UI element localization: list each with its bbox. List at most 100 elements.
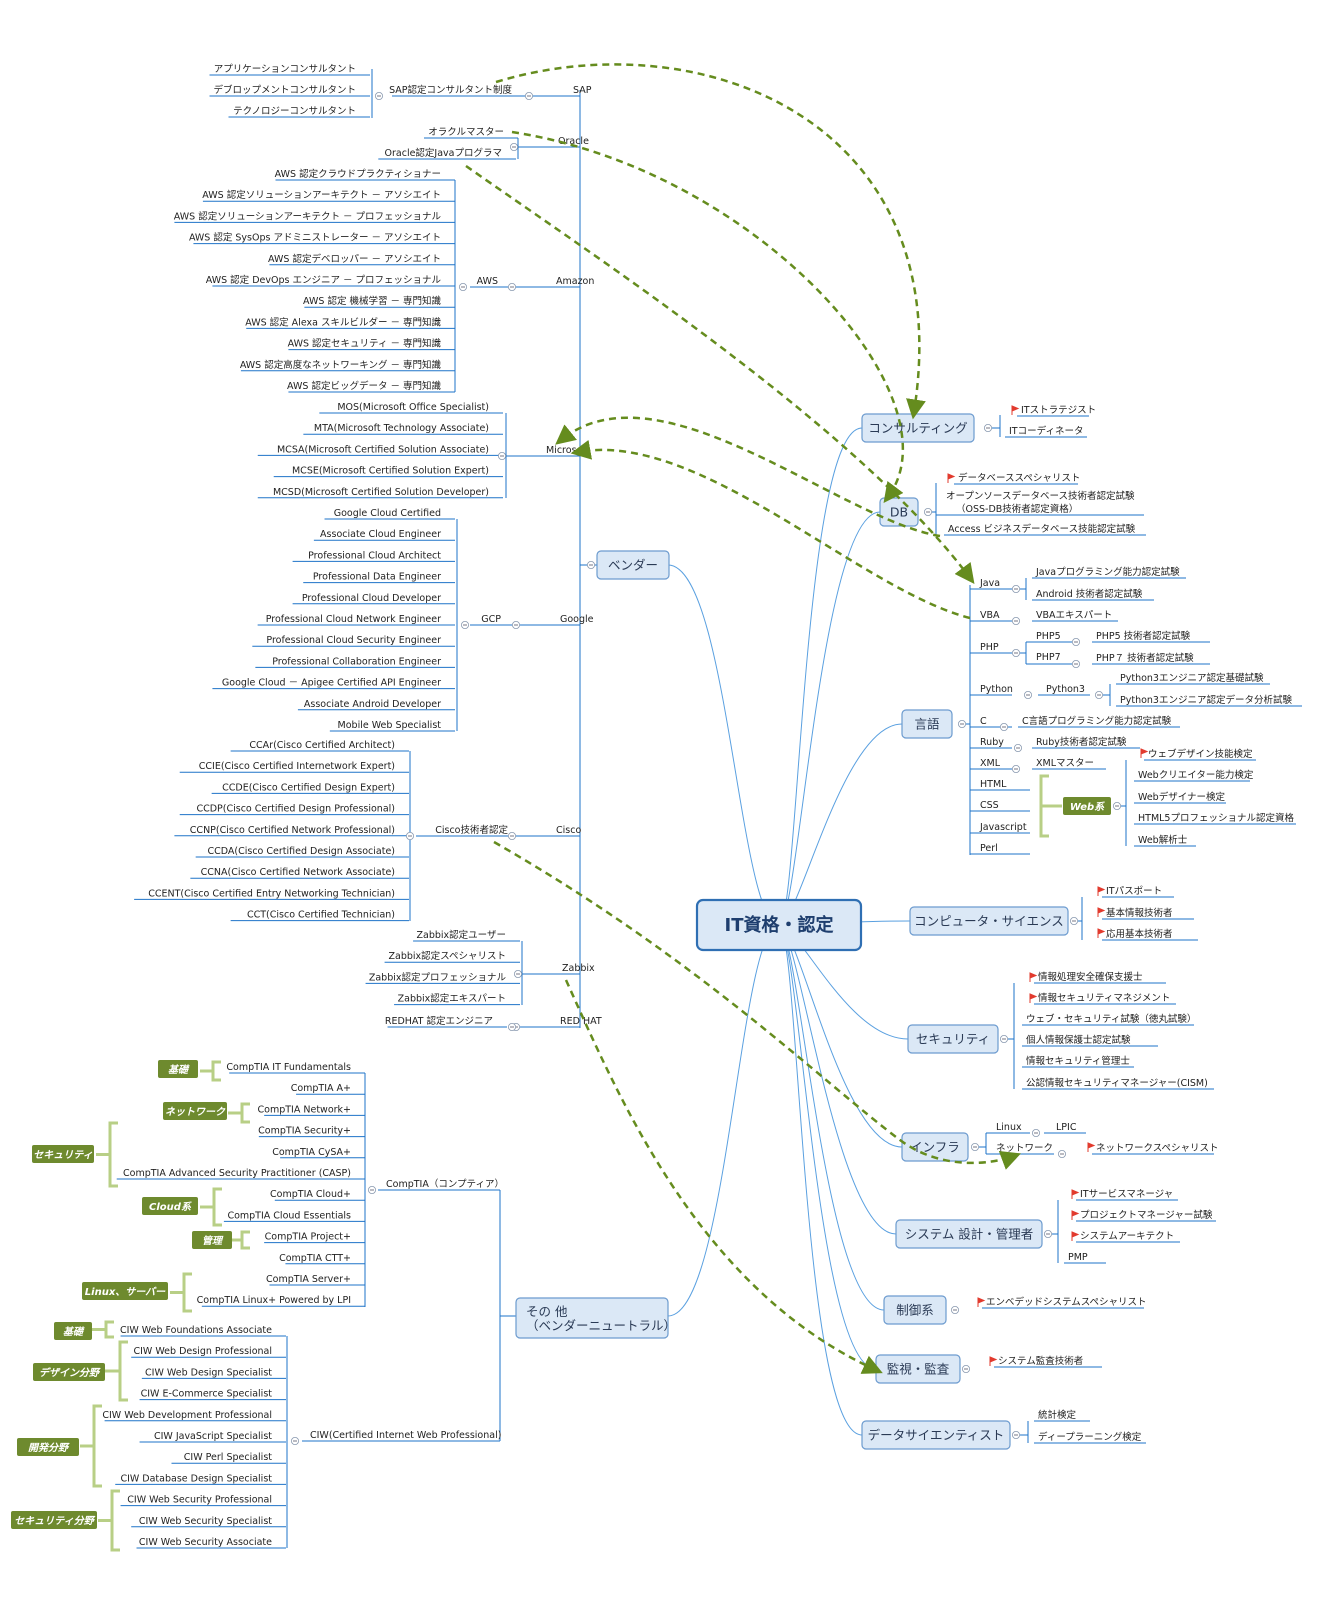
collapse-icon[interactable] (1012, 1431, 1021, 1440)
leaf-consulting-1: ITコーディネータ (1009, 425, 1083, 437)
collapse-icon[interactable] (587, 561, 596, 570)
collapse-icon[interactable] (1058, 1150, 1067, 1159)
leaf-other-comptia-items-8: CompTIA Project+ (265, 1232, 351, 1243)
collapse-icon[interactable] (507, 1023, 516, 1032)
leaf-audit-0: システム監査技術者 (998, 1355, 1083, 1367)
arrow-vba-microsoft (570, 439, 971, 620)
leaf-other-ciw-items-5: CIW JavaScript Specialist (154, 1431, 272, 1442)
leaf-lang-web-items-3: HTML5プロフェッショナル認定資格 (1138, 812, 1294, 824)
collapse-icon[interactable] (971, 1143, 980, 1152)
group-bracket (96, 1121, 118, 1188)
leaf-vendor-amazon-items-9: AWS 認定高度なネットワーキング － 専門知識 (240, 359, 442, 371)
collapse-icon[interactable] (460, 621, 469, 630)
collapse-icon[interactable] (1070, 917, 1079, 926)
flag-icon (1029, 993, 1038, 1003)
leaf-vendor-oracle-items-0: オラクルマスター (428, 127, 504, 138)
collapse-icon[interactable] (1014, 744, 1023, 753)
collapse-icon[interactable] (1012, 617, 1021, 626)
branch-line (932, 483, 937, 535)
branch-line (667, 564, 780, 926)
sys-box[interactable] (895, 1219, 1043, 1249)
lang-box[interactable] (901, 709, 953, 739)
leaf-vendor-cisco-items-7: CCENT(Cisco Certified Entry Networking T… (148, 888, 395, 899)
leaf-other-ciw-items-3: CIW E-Commerce Specialist (141, 1389, 273, 1400)
leaf-lang-vba-items-0: VBAエキスパート (1036, 610, 1112, 621)
collapse-icon[interactable] (509, 142, 518, 151)
collapse-icon[interactable] (512, 621, 521, 630)
collapse-icon[interactable] (1113, 802, 1122, 811)
collapse-icon[interactable] (984, 423, 993, 432)
sec-box[interactable] (907, 1024, 999, 1054)
collapse-icon[interactable] (367, 1186, 376, 1195)
lang-lang-vba-label: VBA (980, 610, 1000, 621)
collapse-icon[interactable] (405, 832, 414, 841)
web-lang-2: Javascript (979, 822, 1027, 833)
leaf-infra-nw-item: ネットワークスペシャリスト (1096, 1143, 1219, 1154)
infra-network: ネットワーク (996, 1143, 1053, 1154)
ciw-label: CIW(Certified Internet Web Professional) (310, 1430, 501, 1441)
ctrl-box[interactable] (883, 1295, 947, 1325)
collapse-icon[interactable] (1024, 691, 1033, 700)
branch-line (966, 585, 971, 855)
collapse-icon[interactable] (290, 1437, 299, 1446)
leaf-lang-web-items-2: Webデザイナー検定 (1138, 791, 1226, 803)
collapse-icon[interactable] (1072, 638, 1081, 647)
collapse-icon[interactable] (1012, 585, 1021, 594)
collapse-icon[interactable] (1012, 649, 1021, 658)
collapse-icon[interactable] (951, 1306, 960, 1315)
infra-box[interactable] (901, 1132, 969, 1162)
leaf-vendor-cisco-items-5: CCDA(Cisco Certified Design Associate) (207, 846, 395, 857)
other-box[interactable] (515, 1297, 669, 1339)
collapse-icon[interactable] (514, 970, 523, 979)
branch-line (1052, 1200, 1059, 1263)
cs-box[interactable] (909, 906, 1069, 936)
branch-line (778, 924, 863, 1436)
relation-arrows (465, 63, 1022, 1374)
web-lang-0: HTML (980, 779, 1007, 790)
collapse-icon[interactable] (507, 282, 516, 291)
collapse-icon[interactable] (1000, 723, 1009, 732)
collapse-icon[interactable] (1032, 1129, 1041, 1138)
collapse-icon[interactable] (1044, 1230, 1053, 1239)
ciw-security-tag-label: セキュリティ分野 (14, 1515, 95, 1527)
leaf-vendor-microsoft-items-0: MOS(Microsoft Office Specialist) (337, 402, 489, 413)
db-label: DB (890, 505, 908, 520)
leaf-sec-4: 情報セキュリティ管理士 (1026, 1055, 1130, 1067)
collapse-icon[interactable] (958, 720, 967, 729)
leaf-vendor-amazon-items-0: AWS 認定クラウドプラクティショナー (275, 168, 441, 180)
collapse-icon[interactable] (1012, 765, 1021, 774)
branch-line (1020, 578, 1027, 600)
leaf-vendor-sap-items-0: アプリケーションコンサルタント (214, 64, 356, 75)
collapse-icon[interactable] (507, 832, 516, 841)
leaf-other-comptia-items-7: CompTIA Cloud Essentials (227, 1210, 351, 1221)
leaf-other-ciw-items-10: CIW Web Security Associate (139, 1537, 272, 1548)
vendor-box[interactable] (596, 550, 670, 580)
leaf-vendor-microsoft-items-1: MTA(Microsoft Technology Associate) (314, 423, 489, 434)
collapse-icon[interactable] (1000, 1035, 1009, 1044)
arrow-oracle-db (511, 130, 905, 504)
flag-icon (989, 1356, 998, 1366)
collapse-icon[interactable] (1095, 691, 1104, 700)
branch-line (1020, 642, 1027, 664)
web-lang-1: CSS (980, 800, 999, 811)
leaf-other-comptia-items-2: CompTIA Network+ (258, 1104, 351, 1115)
lang-lang-ruby-label: Ruby (980, 737, 1004, 748)
collapse-icon[interactable] (924, 507, 933, 516)
collapse-icon[interactable] (458, 282, 467, 291)
collapse-icon[interactable] (525, 92, 534, 101)
collapse-icon[interactable] (497, 451, 506, 460)
leaf-other-ciw-items-4: CIW Web Development Professional (102, 1410, 272, 1421)
ds-box[interactable] (861, 1420, 1011, 1450)
lang-label: 言語 (914, 717, 940, 732)
ciw-dev-tag (17, 1438, 79, 1456)
collapse-icon[interactable] (374, 92, 383, 101)
leaf-vendor-microsoft-items-4: MCSD(Microsoft Certified Solution Develo… (273, 487, 489, 498)
collapse-icon[interactable] (1072, 660, 1081, 669)
leaf-cs-2: 応用基本技術者 (1106, 928, 1173, 940)
root-node[interactable] (695, 898, 863, 952)
leaf-other-comptia-items-10: CompTIA Server+ (266, 1274, 351, 1285)
collapse-icon[interactable] (962, 1365, 971, 1374)
branch-line (778, 511, 881, 926)
ciw-design-tag-label: デザイン分野 (39, 1367, 101, 1379)
comptia-security-tag (32, 1145, 94, 1163)
